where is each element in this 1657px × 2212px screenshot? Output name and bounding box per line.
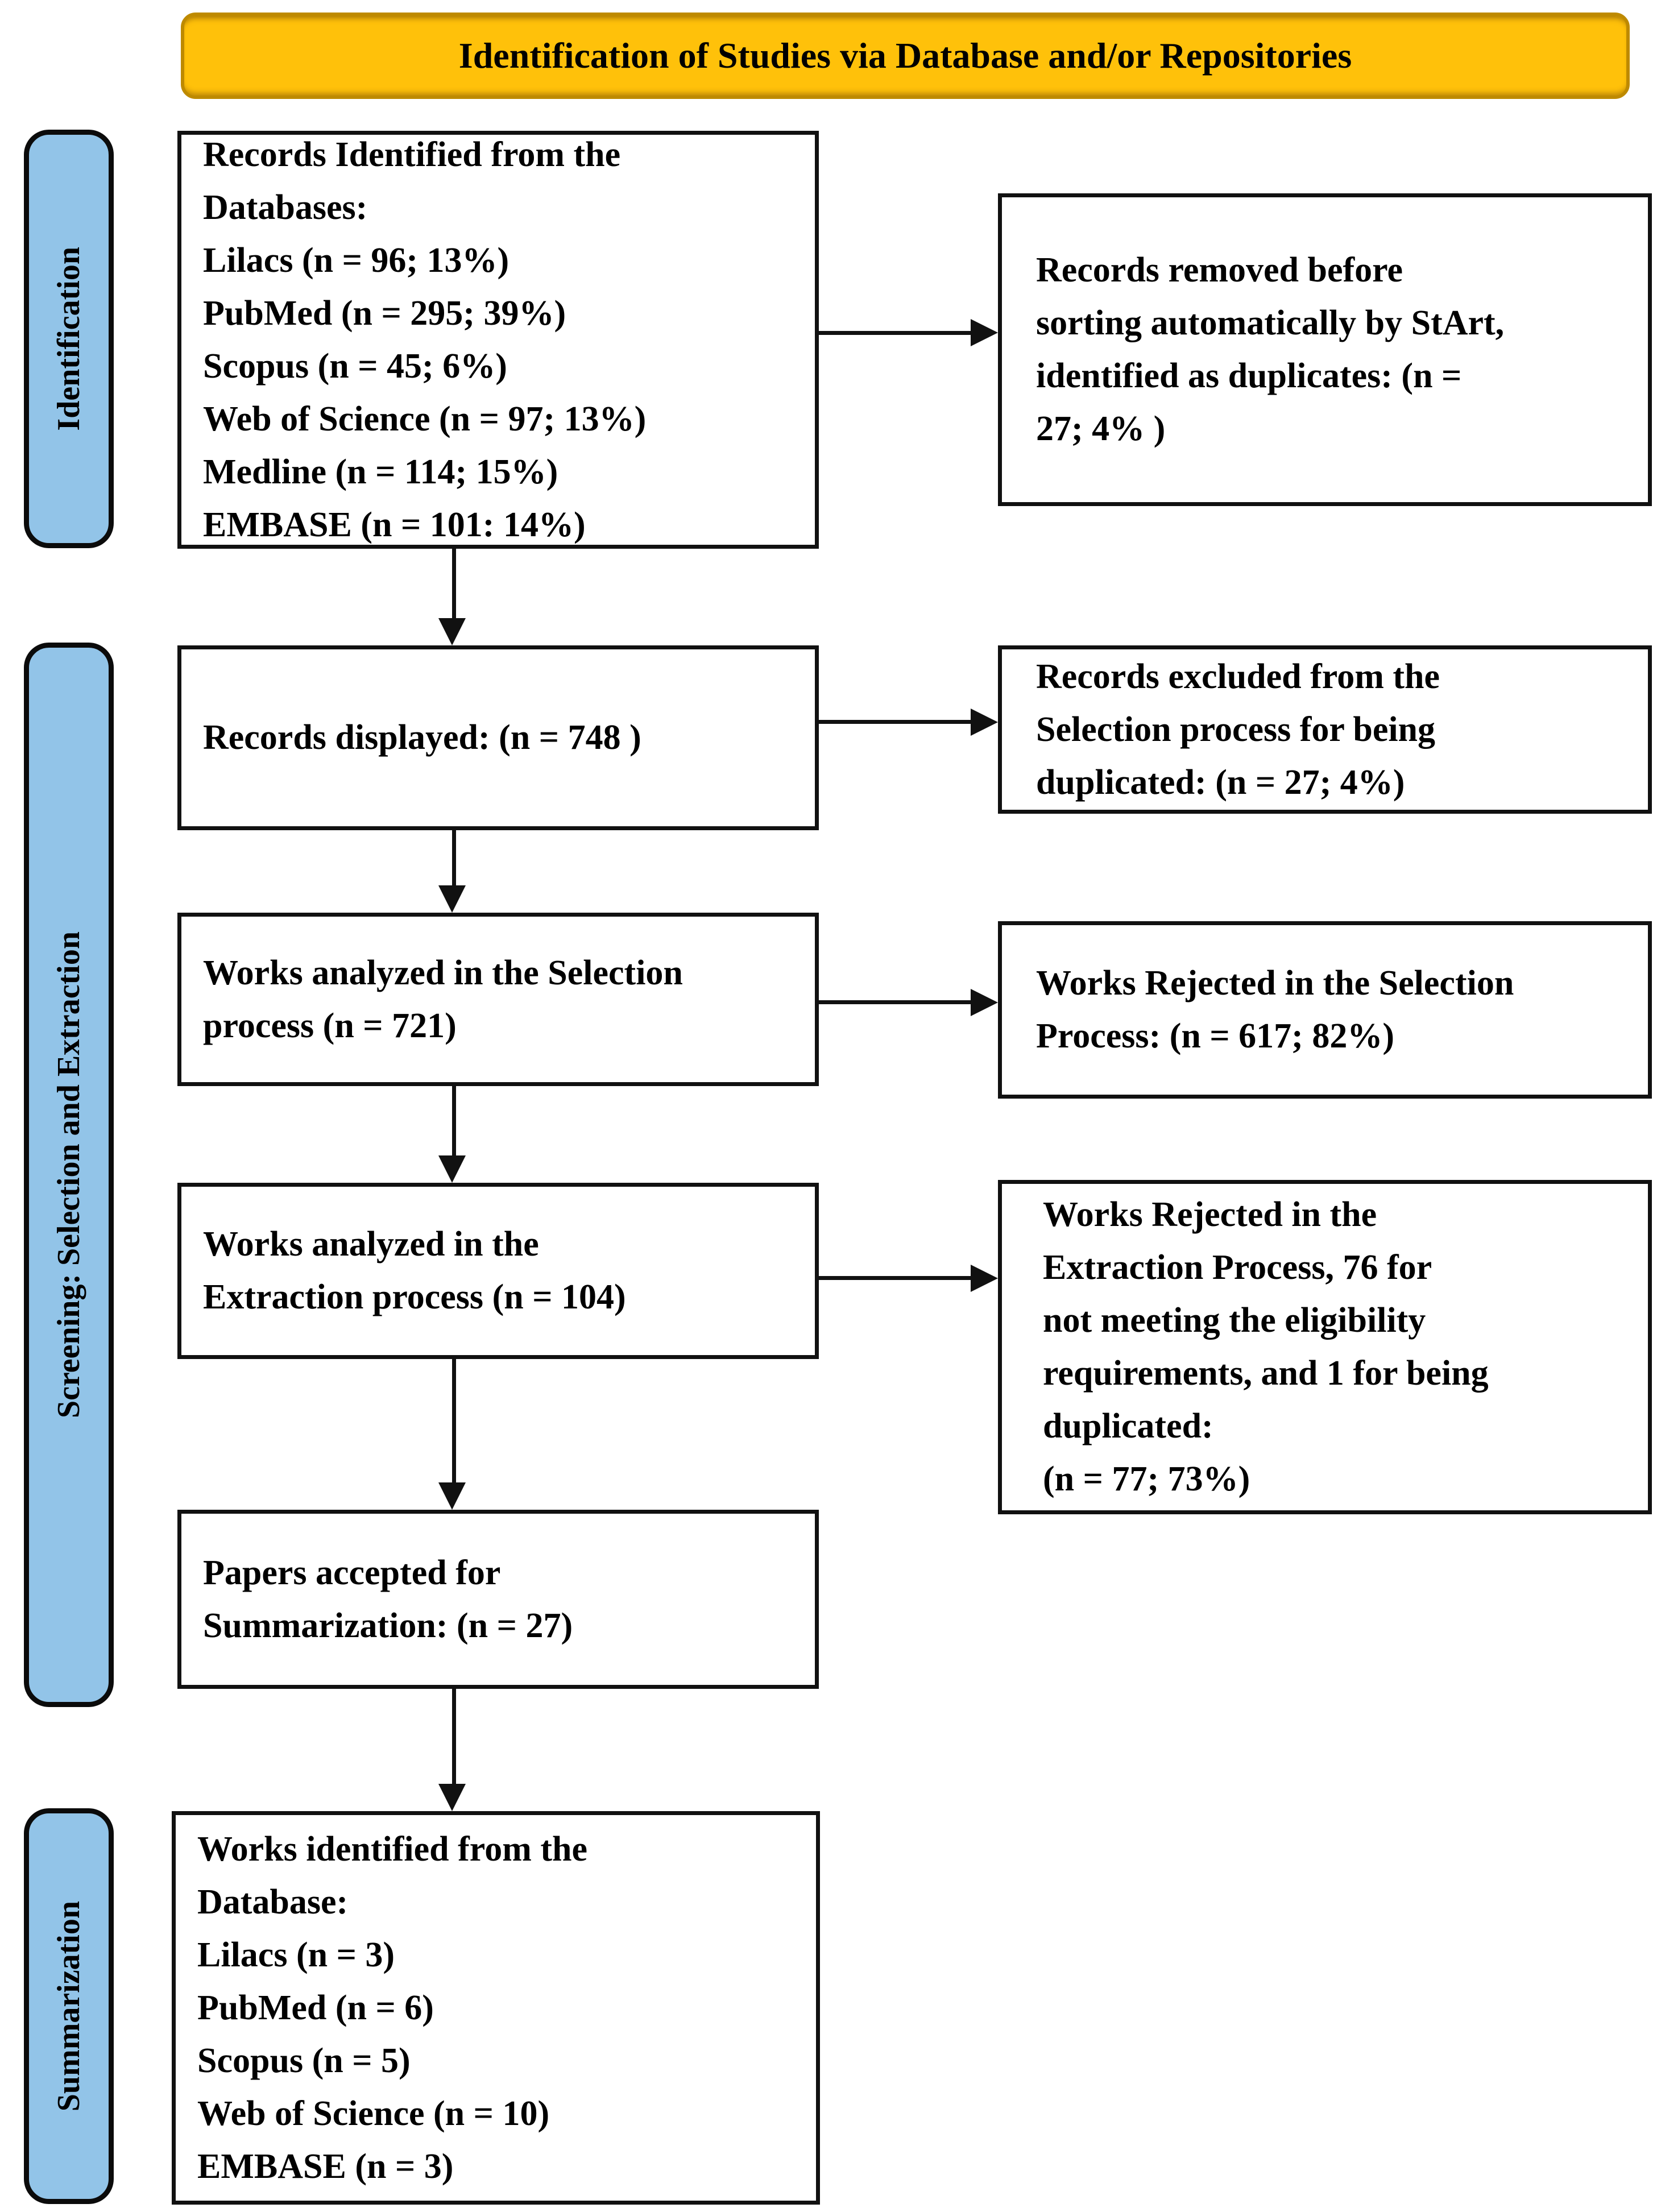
stage-identification: Identification [24, 130, 114, 548]
box-works-selection-text: Works analyzed in the Selection process … [203, 953, 683, 1045]
arrow-line [452, 1359, 456, 1482]
box-works-extraction: Works analyzed in the Extraction process… [177, 1183, 819, 1359]
box-records-identified: Records Identified from the Databases: L… [177, 131, 819, 549]
arrow-head [438, 1784, 466, 1811]
box-records-excluded-text: Records excluded from the Selection proc… [1036, 657, 1440, 802]
stage-screening: Screening: Selection and Extraction [24, 643, 114, 1707]
box-papers-accepted-text: Papers accepted for Summarization: (n = … [203, 1553, 573, 1645]
arrow-line [452, 1689, 456, 1784]
arrow-head [971, 319, 998, 346]
box-records-removed: Records removed before sorting automatic… [998, 193, 1652, 506]
stage-screening-label: Screening: Selection and Extraction [51, 931, 86, 1419]
arrow-line [819, 1000, 971, 1004]
stage-summarization: Summarization [24, 1808, 114, 2204]
box-rejected-selection-text: Works Rejected in the Selection Process:… [1036, 964, 1514, 1055]
stage-identification-label: Identification [51, 247, 86, 431]
box-works-extraction-text: Works analyzed in the Extraction process… [203, 1225, 626, 1316]
arrow-head [971, 1265, 998, 1292]
box-works-summarized-text: Works identified from the Database: Lila… [197, 1829, 587, 2186]
banner-title: Identification of Studies via Database a… [181, 13, 1630, 99]
box-rejected-extraction: Works Rejected in the Extraction Process… [998, 1180, 1652, 1514]
box-records-identified-text: Records Identified from the Databases: L… [203, 135, 647, 544]
box-records-excluded: Records excluded from the Selection proc… [998, 645, 1652, 814]
arrow-line [819, 331, 971, 335]
arrow-head [438, 618, 466, 645]
arrow-line [819, 720, 971, 724]
arrow-head [971, 709, 998, 736]
box-works-summarized: Works identified from the Database: Lila… [172, 1811, 820, 2205]
stage-summarization-label: Summarization [51, 1900, 86, 2112]
box-rejected-extraction-text: Works Rejected in the Extraction Process… [1043, 1195, 1489, 1498]
arrow-line [452, 549, 456, 618]
box-papers-accepted: Papers accepted for Summarization: (n = … [177, 1510, 819, 1689]
arrow-line [452, 1086, 456, 1155]
box-records-displayed-text: Records displayed: (n = 748 ) [203, 718, 641, 757]
box-records-displayed: Records displayed: (n = 748 ) [177, 645, 819, 830]
arrow-line [452, 830, 456, 885]
box-works-selection: Works analyzed in the Selection process … [177, 913, 819, 1086]
arrow-line [819, 1276, 971, 1280]
box-records-removed-text: Records removed before sorting automatic… [1036, 251, 1505, 448]
arrow-head [438, 885, 466, 913]
arrow-head [438, 1155, 466, 1183]
box-rejected-selection: Works Rejected in the Selection Process:… [998, 921, 1652, 1099]
arrow-head [971, 989, 998, 1016]
arrow-head [438, 1482, 466, 1510]
